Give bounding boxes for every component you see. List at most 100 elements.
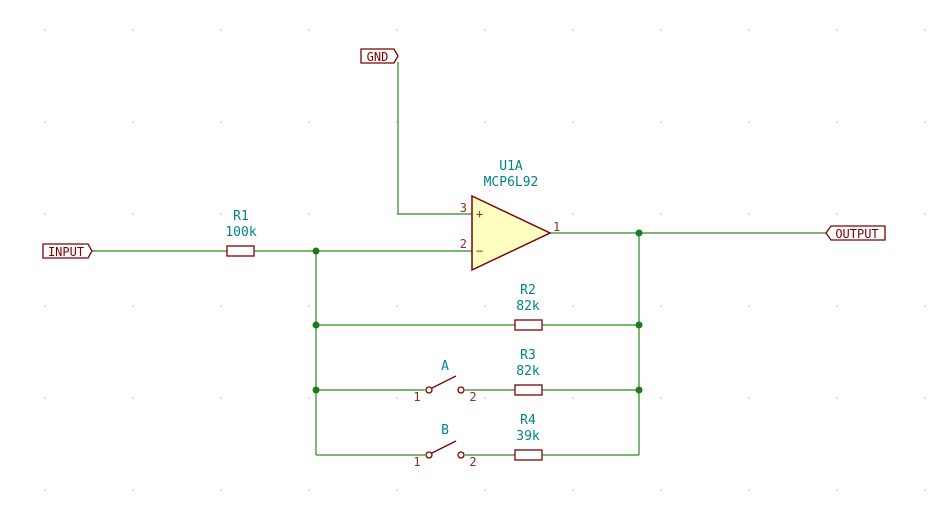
resistor-r2[interactable]: R2 82k (514, 283, 543, 331)
resistor-body (514, 319, 543, 331)
label-input[interactable]: INPUT (42, 243, 93, 259)
grid-dot (924, 397, 926, 399)
label-output[interactable]: OUTPUT (825, 225, 886, 241)
resistor-reference: R4 (520, 413, 536, 428)
grid-dots (44, 29, 926, 491)
junction-dot (635, 229, 643, 237)
grid-dot (44, 121, 46, 123)
opamp-plus-sign: + (476, 207, 483, 221)
grid-dot (132, 489, 134, 491)
switch-a[interactable]: A 1 2 (413, 359, 476, 404)
switch-reference: A (441, 359, 449, 374)
label-outline (360, 48, 399, 64)
junction-dot (635, 386, 643, 394)
grid-dot (836, 29, 838, 31)
grid-dot (572, 29, 574, 31)
grid-dot (748, 121, 750, 123)
switch-pin-1: 1 (413, 455, 420, 469)
opamp-body (471, 194, 552, 272)
switch-pin-2: 2 (469, 390, 476, 404)
opamp-reference: U1A (499, 159, 523, 174)
label-outline (42, 243, 93, 259)
grid-dot (484, 121, 486, 123)
grid-dot (396, 397, 398, 399)
grid-dot (132, 121, 134, 123)
resistor-value: 100k (225, 225, 256, 240)
switch-contact (425, 451, 433, 459)
grid-dot (924, 29, 926, 31)
grid-dot (220, 305, 222, 307)
grid-dot (572, 213, 574, 215)
grid-dot (132, 397, 134, 399)
resistor-reference: R1 (233, 209, 249, 224)
grid-dot (660, 121, 662, 123)
opamp-u1a[interactable]: U1A MCP6L92 3 2 1 + − (460, 159, 560, 272)
switch-contact (457, 386, 465, 394)
switch-b[interactable]: B 1 2 (413, 423, 476, 469)
grid-dot (396, 305, 398, 307)
switch-contact (457, 451, 465, 459)
grid-dot (220, 489, 222, 491)
grid-dot (924, 213, 926, 215)
junctions (312, 229, 643, 394)
resistor-body (514, 449, 543, 461)
grid-dot (836, 213, 838, 215)
junction-dot (312, 321, 320, 329)
switch-lever (431, 440, 457, 454)
junction-dot (312, 386, 320, 394)
opamp-value: MCP6L92 (484, 175, 539, 190)
switch-reference: B (441, 423, 449, 438)
grid-dot (484, 29, 486, 31)
grid-dot (836, 397, 838, 399)
grid-dot (572, 305, 574, 307)
resistor-reference: R2 (520, 283, 536, 298)
resistor-value: 39k (516, 429, 540, 444)
grid-dot (308, 397, 310, 399)
grid-dot (660, 213, 662, 215)
label-text: OUTPUT (835, 227, 878, 241)
resistor-body (226, 245, 255, 257)
grid-dot (44, 213, 46, 215)
grid-dot (44, 305, 46, 307)
opamp-pin-output: 1 (553, 220, 560, 234)
switch-pin-1: 1 (413, 390, 420, 404)
grid-dot (660, 305, 662, 307)
grid-dot (132, 213, 134, 215)
grid-dot (572, 121, 574, 123)
grid-dot (572, 489, 574, 491)
grid-dot (308, 29, 310, 31)
label-gnd[interactable]: GND (360, 48, 399, 64)
grid-dot (308, 489, 310, 491)
switch-lever (431, 375, 457, 389)
resistor-r3[interactable]: R3 82k (514, 348, 543, 396)
grid-dot (220, 29, 222, 31)
junction-dot (635, 321, 643, 329)
grid-dot (44, 29, 46, 31)
grid-dot (220, 397, 222, 399)
junction-dot (312, 247, 320, 255)
switch-pin-2: 2 (469, 455, 476, 469)
resistor-r4[interactable]: R4 39k (514, 413, 543, 461)
grid-dot (572, 397, 574, 399)
resistor-value: 82k (516, 364, 540, 379)
label-text: GND (367, 50, 389, 64)
grid-dot (308, 305, 310, 307)
grid-dot (748, 29, 750, 31)
resistor-value: 82k (516, 299, 540, 314)
grid-dot (484, 305, 486, 307)
label-text: INPUT (48, 245, 84, 259)
grid-dot (660, 29, 662, 31)
grid-dot (484, 489, 486, 491)
grid-dot (396, 489, 398, 491)
grid-dot (220, 213, 222, 215)
grid-dot (220, 121, 222, 123)
resistor-r1[interactable]: R1 100k (225, 209, 257, 257)
grid-dot (836, 121, 838, 123)
grid-dot (748, 397, 750, 399)
switch-contact (425, 386, 433, 394)
grid-dot (748, 213, 750, 215)
opamp-minus-sign: − (476, 244, 483, 258)
grid-dot (836, 305, 838, 307)
grid-dot (924, 489, 926, 491)
